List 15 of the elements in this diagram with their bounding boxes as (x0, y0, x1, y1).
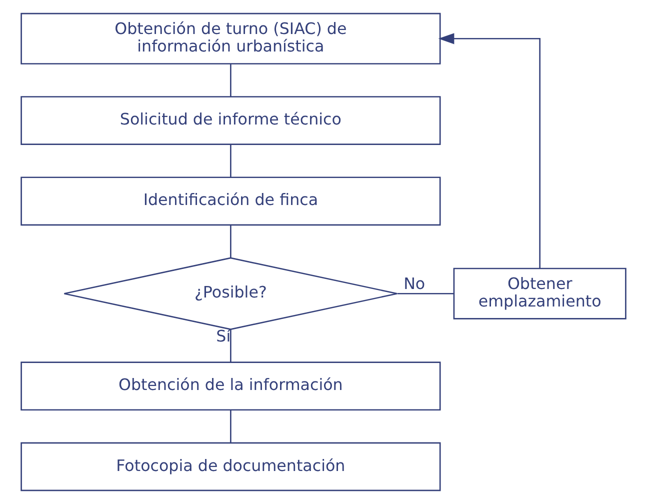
node-diamond: ¿Posible? (63, 257, 398, 330)
node-box: Obtener emplazamiento (452, 268, 626, 320)
connector (230, 410, 231, 443)
connector (230, 224, 231, 258)
node-box: Identificación de finca (20, 176, 440, 226)
node-box: Fotocopia de documentación (20, 442, 440, 492)
node-box: Obtención de la información (20, 362, 440, 411)
connector (230, 64, 231, 96)
connector (396, 292, 454, 294)
arrow (438, 33, 540, 268)
node-box: Obtención de turno (SIAC) de información urbanística (20, 12, 440, 64)
edge-label: No (403, 274, 425, 294)
connector (230, 144, 231, 177)
connector (230, 330, 231, 362)
node-box: Solicitud de informe técnico (20, 96, 440, 145)
